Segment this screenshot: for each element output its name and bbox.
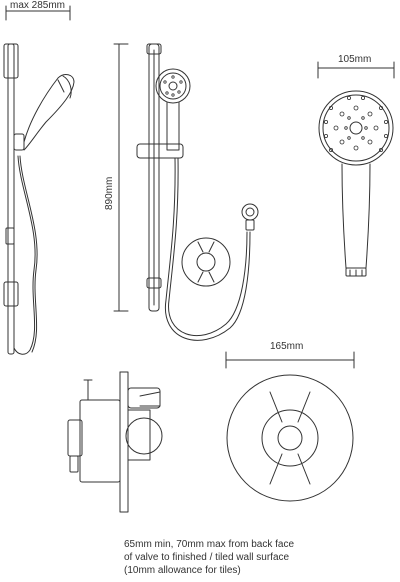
handset-handle-front — [166, 101, 180, 151]
hose-side — [13, 155, 36, 355]
handset-handle-detail — [341, 163, 371, 269]
installation-note-line-1: 65mm min, 70mm max from back face — [124, 539, 295, 550]
faceplate-165mm-dimension-line — [225, 351, 355, 369]
hose-front — [164, 157, 251, 341]
valve-handle-side — [125, 417, 163, 455]
installation-note: 65mm min, 70mm max from back face of val… — [124, 538, 394, 577]
handset-105mm-dimension-line — [317, 61, 395, 79]
slider-side — [13, 133, 25, 151]
valve-faceplate-large — [226, 374, 354, 502]
valve-side-detail — [67, 371, 163, 513]
valve-side-small — [5, 227, 15, 245]
valve-handle-lever — [269, 391, 311, 485]
handset-head-front — [155, 68, 191, 104]
faceplate-165mm-label: 165mm — [270, 341, 303, 352]
rail-890mm-dimension-line — [113, 43, 129, 312]
top-bracket-side — [3, 43, 19, 79]
handset-105mm-label: 105mm — [338, 54, 371, 65]
installation-note-line-3: (10mm allowance for tiles) — [124, 565, 241, 576]
valve-faceplate-small — [181, 237, 231, 287]
rail-slider — [136, 143, 184, 159]
handset-nozzles — [323, 96, 388, 152]
handset-detail — [317, 61, 395, 277]
handset-head-detail — [318, 90, 394, 166]
max-285mm-dimension-line — [5, 5, 71, 21]
valve-front-detail — [225, 351, 355, 502]
rail-side-profile — [7, 43, 15, 355]
rail-890mm-label: 890mm — [104, 177, 115, 210]
installation-note-line-2: of valve to finished / tiled wall surfac… — [124, 552, 290, 563]
bottom-bracket-side — [3, 281, 19, 307]
handset-side — [23, 74, 75, 151]
valve-handle-hub — [261, 409, 319, 467]
side-view — [3, 5, 75, 355]
valve-body — [79, 399, 121, 483]
valve-plate — [119, 371, 129, 513]
front-view — [113, 43, 259, 341]
max-285mm-label: max 285mm — [10, 0, 65, 11]
wall-outlet — [241, 203, 259, 221]
